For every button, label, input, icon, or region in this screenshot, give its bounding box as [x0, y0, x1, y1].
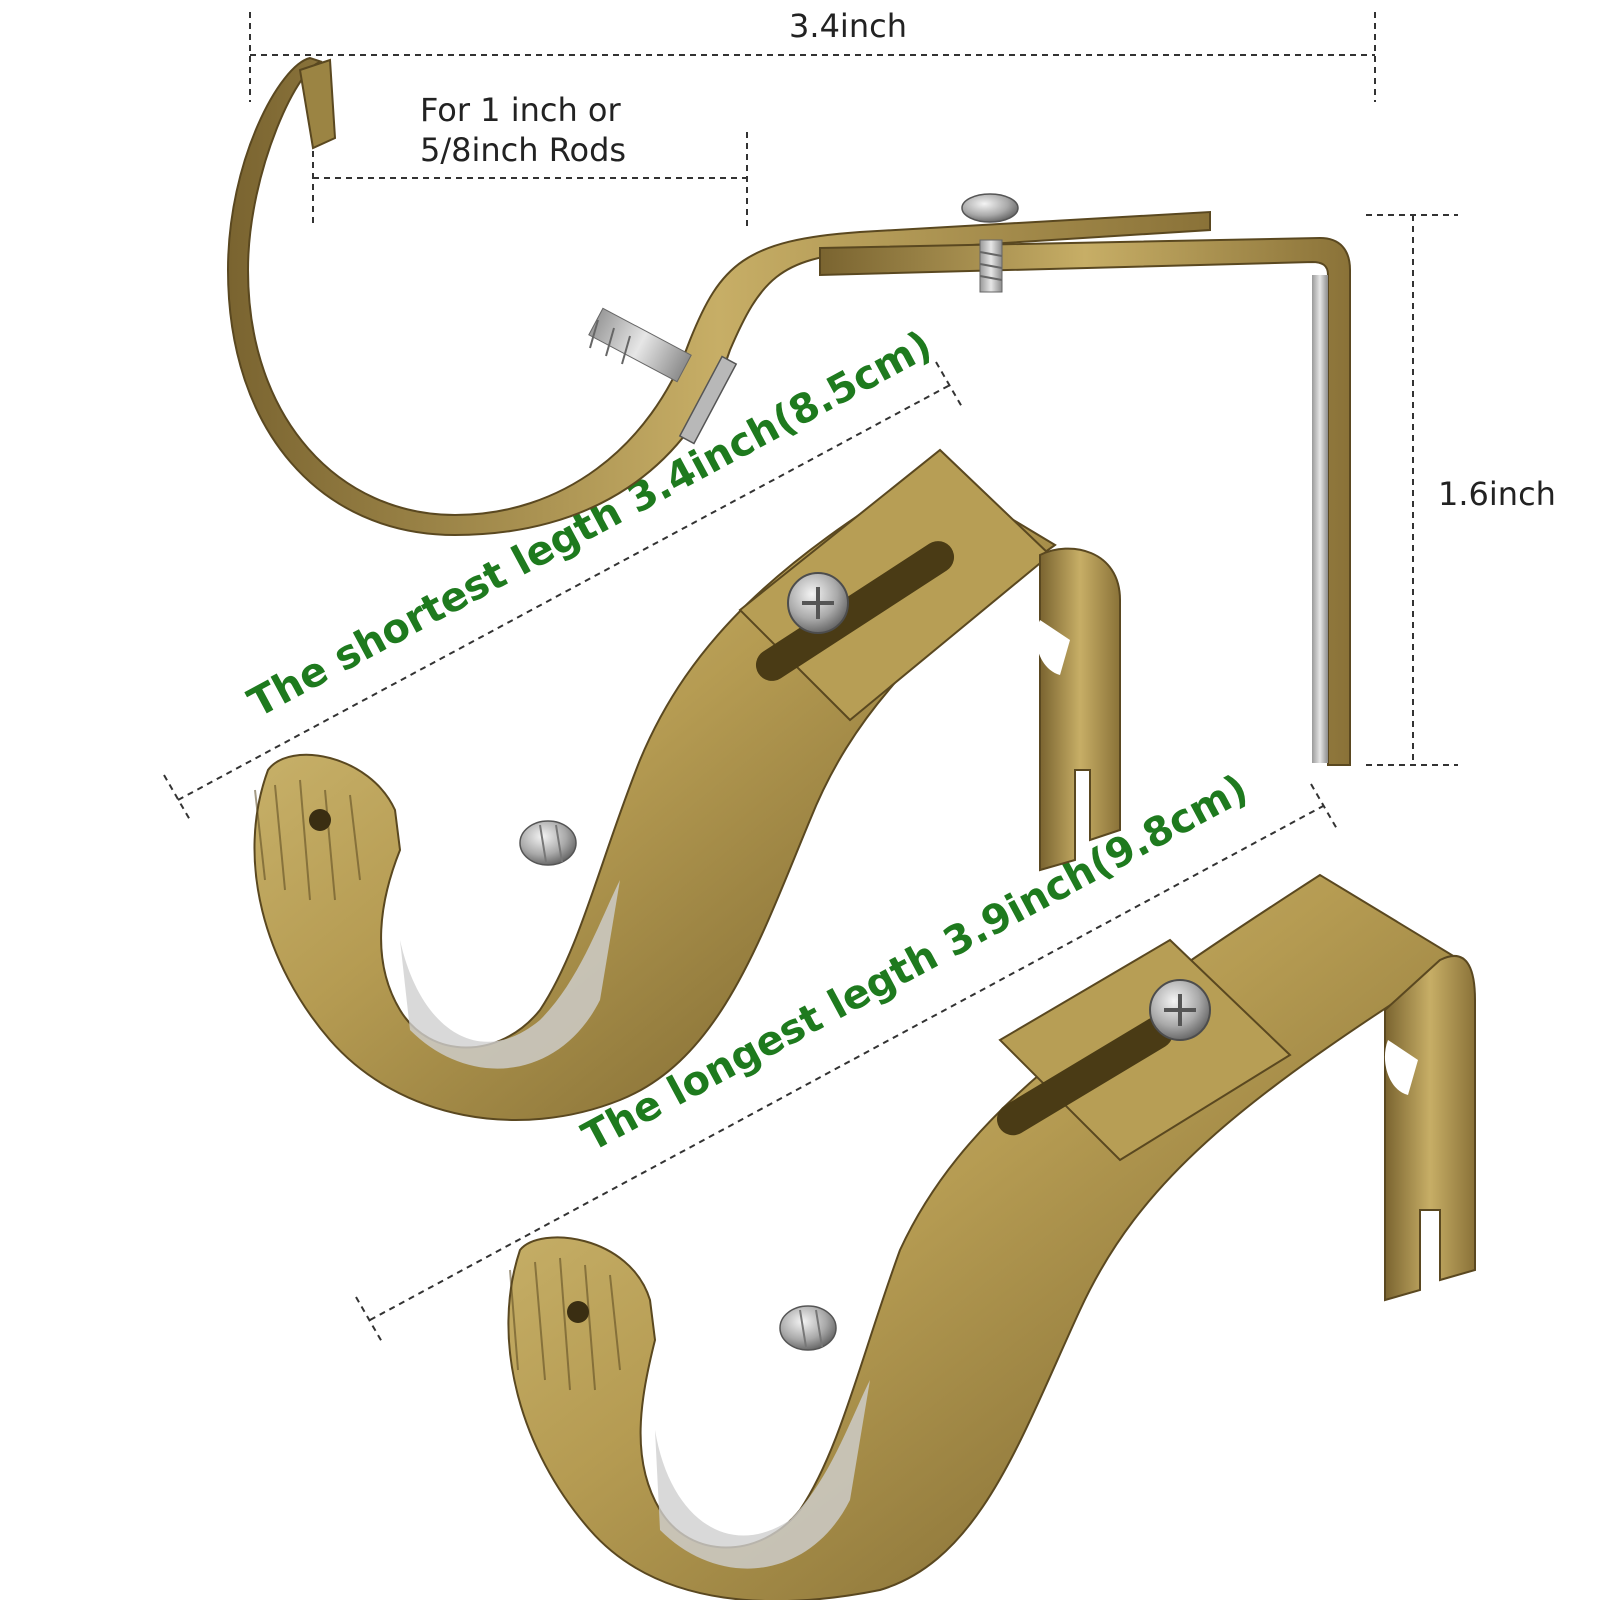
longest-leg: [1384, 955, 1476, 1302]
rod-size-label-line2: 5/8inch Rods: [420, 131, 626, 169]
shortest-leg-keyhole: [1036, 620, 1070, 675]
shortest-inner-steel: [400, 880, 620, 1069]
longest-slot-screw: [1149, 979, 1211, 1041]
side-hook-curve: [226, 56, 1211, 537]
bracket-shortest: [253, 448, 1121, 1121]
longest-inner-steel: [655, 1380, 870, 1569]
side-hook-screw: [588, 307, 738, 445]
longest-leg-keyhole: [1384, 1040, 1418, 1095]
longest-hook-screw: [779, 1305, 837, 1351]
longest-slot: [996, 1016, 1174, 1136]
bracket-longest: [507, 873, 1476, 1600]
rod-size-label-line1: For 1 inch or: [420, 91, 622, 129]
side-leg-steel: [1312, 275, 1328, 763]
top-width-label: 3.4inch: [789, 7, 907, 45]
shortest-length-dimension: [163, 361, 963, 821]
side-arm: [819, 236, 1351, 766]
bracket-side-profile: [226, 56, 1351, 766]
shortest-slot: [755, 541, 955, 681]
longest-length-dimension: [355, 783, 1338, 1343]
top-width-dimension: [249, 12, 1376, 102]
shortest-leg: [1039, 547, 1121, 872]
rod-dimension: [312, 132, 748, 228]
shortest-tab-hole: [309, 809, 331, 831]
shortest-hook-screw: [519, 820, 577, 866]
side-hook-ear: [298, 58, 337, 150]
longest-tab-texture: [509, 1257, 621, 1391]
height-dimension: [1366, 214, 1458, 766]
longest-tab-hole: [567, 1301, 589, 1323]
height-label: 1.6inch: [1438, 475, 1556, 513]
side-top-screw: [961, 193, 1019, 293]
shortest-slot-screw: [787, 572, 849, 634]
shortest-tab-texture: [254, 779, 361, 901]
